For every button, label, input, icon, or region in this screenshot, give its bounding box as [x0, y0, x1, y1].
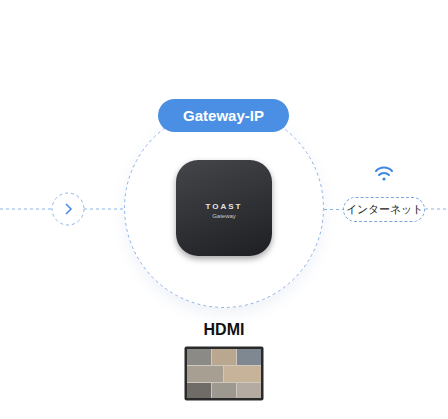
device-label: Gateway	[176, 213, 272, 219]
device-logo: TOAST	[176, 202, 272, 211]
chevron-icon	[66, 204, 71, 214]
wire-line	[0, 209, 52, 210]
node-heading: HDMI	[184, 320, 264, 340]
device-box: TOAST Gateway	[176, 160, 272, 256]
internet-pill: インターネット	[343, 197, 425, 222]
node-heading: Gateway-IP	[158, 99, 289, 132]
wire-line	[84, 209, 125, 210]
node-label: インターネット	[344, 198, 424, 221]
chevron-circle	[52, 193, 84, 225]
gateway-circle: Gateway-IPTOASTGateway	[124, 108, 324, 308]
connector-line	[324, 209, 343, 210]
wifi-icon	[376, 168, 392, 181]
wire-line	[425, 209, 448, 210]
hdmi-monitor: HDMI	[184, 320, 264, 402]
monitor-illustration	[184, 346, 264, 402]
